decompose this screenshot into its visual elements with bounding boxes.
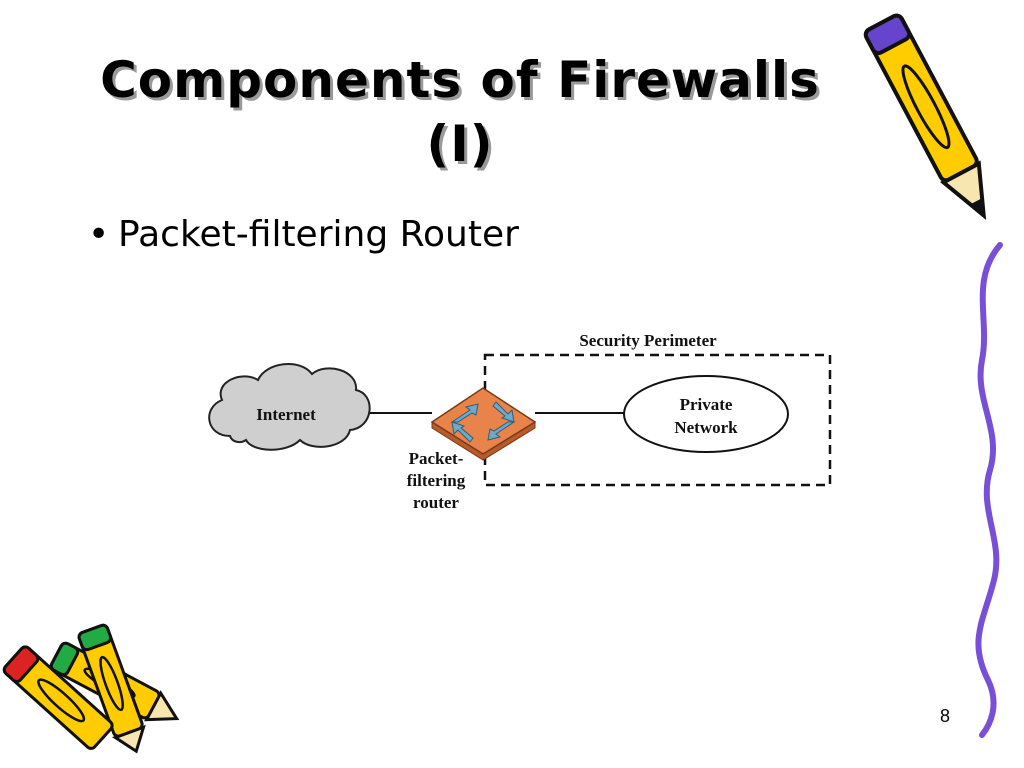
private-label-line2: Network [674,418,738,437]
slide-title: Components of Firewalls (I) [60,48,860,176]
bullet-marker: • [88,214,110,255]
bullet-text: Packet-filtering Router [118,214,519,255]
router-label-line1: Packet- [409,449,464,468]
squiggle-line-icon [975,242,1003,738]
router-icon [430,387,537,461]
bullet-item: •Packet-filtering Router [88,214,519,255]
internet-cloud-icon [208,362,371,451]
network-diagram: Security Perimeter Internet Packet- filt… [208,331,832,512]
page-number: 8 [940,706,951,726]
private-label-line1: Private [680,395,733,414]
pencils-bottom-left-icon [2,623,180,754]
perimeter-label: Security Perimeter [579,331,717,350]
router-label-line2: filtering [407,471,466,490]
internet-label: Internet [256,405,316,424]
title-line-1: Components of Firewalls [100,51,820,109]
title-line-2: (I) [426,115,494,173]
private-network-ellipse [623,375,789,453]
pencil-top-right-icon [863,13,987,220]
router-label-line3: router [413,493,459,512]
